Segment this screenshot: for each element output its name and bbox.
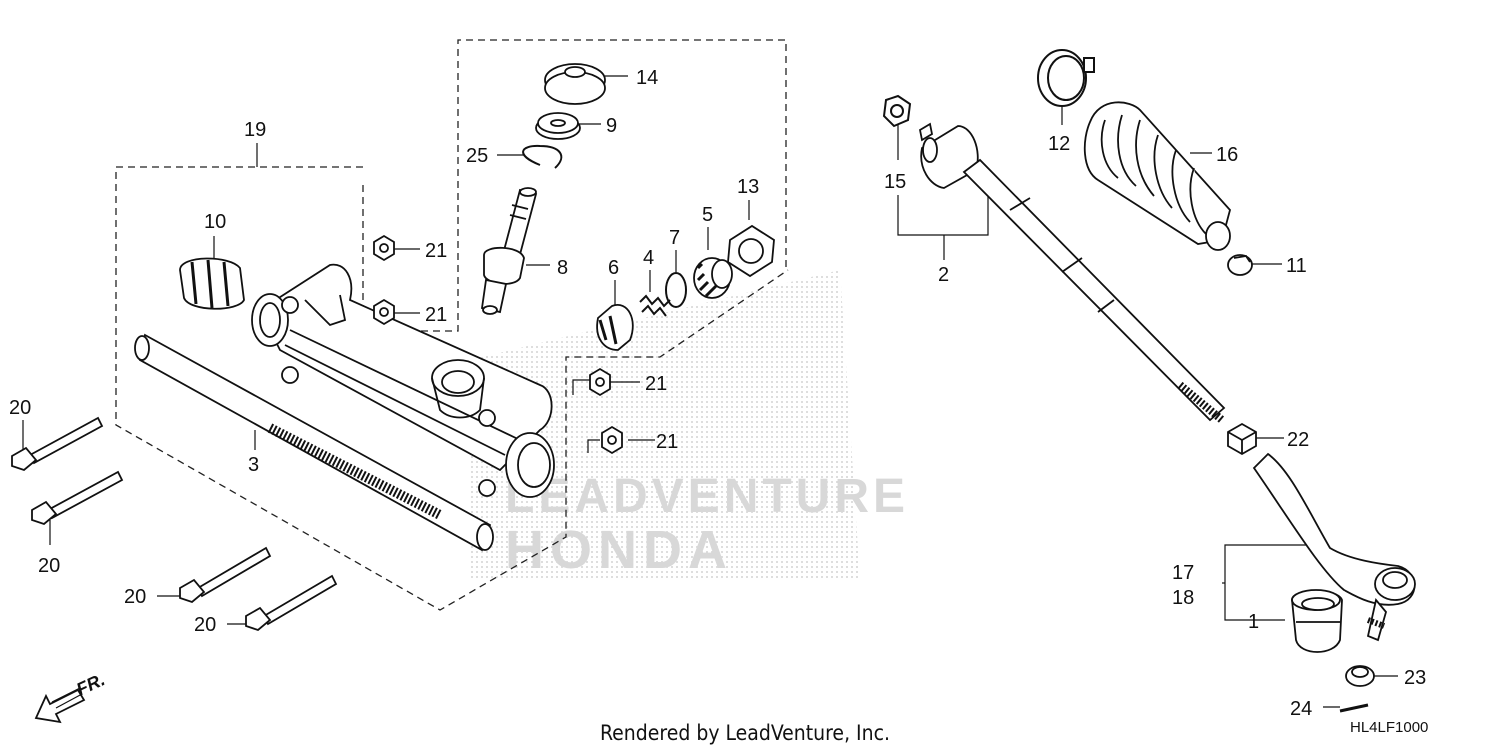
watermark-text-bottom: HONDA: [505, 520, 733, 580]
callout-16: 16: [1216, 144, 1238, 166]
callout-15: 15: [884, 171, 906, 193]
rendered-by-footer: Rendered by LeadVenture, Inc.: [600, 721, 890, 745]
part-7-o-ring: [665, 272, 687, 308]
part-13-lock-nut: [727, 224, 775, 278]
callout-20d: 20: [194, 614, 216, 636]
callout-1: 1: [1248, 611, 1259, 633]
part-12-clamp: [1037, 49, 1095, 107]
part-25-snap-ring: [522, 144, 563, 169]
part-5-screw: [693, 257, 733, 299]
callout-13: 13: [737, 176, 759, 198]
callout-17: 17: [1172, 562, 1194, 584]
part-10-bushing: [179, 257, 245, 310]
callout-11: 11: [1286, 255, 1307, 277]
callout-21a: 21: [425, 240, 447, 262]
callout-18: 18: [1172, 587, 1194, 609]
callout-21b: 21: [425, 304, 447, 326]
part-1-dust-boot: [1291, 589, 1343, 653]
part-11-clamp: [1227, 254, 1253, 276]
part-2-tie-rod: [918, 122, 1226, 424]
group-box-19: [115, 166, 789, 611]
callout-14: 14: [636, 67, 658, 89]
watermark: LEADVENTURE HONDA: [470, 270, 909, 580]
part-3-rack-bar: [134, 333, 494, 552]
part-24-cotter-pin: [1339, 703, 1369, 713]
callout-25: 25: [466, 145, 488, 167]
callout-22: 22: [1287, 429, 1309, 451]
callout-19: 19: [244, 119, 266, 141]
front-direction-arrow: FR.: [34, 669, 108, 724]
callout-7: 7: [669, 227, 680, 249]
part-6-rack-guide: [596, 304, 634, 351]
part-4-spring: [639, 294, 671, 317]
watermark-text-top: LEADVENTURE: [505, 470, 909, 523]
part-15-lock-washer: [882, 94, 912, 128]
part-8-pinion: [480, 187, 538, 315]
callout-5: 5: [702, 204, 713, 226]
part-9-washer: [535, 112, 581, 140]
part-14-seal: [544, 63, 606, 105]
callout-9: 9: [606, 115, 617, 137]
part-16-boot: [1083, 101, 1231, 251]
leader-lines: [22, 75, 1398, 708]
callout-2: 2: [938, 264, 949, 286]
diagram-code: HL4LF1000: [1350, 719, 1428, 736]
callout-4: 4: [643, 247, 654, 269]
callout-23: 23: [1404, 667, 1426, 689]
callout-20b: 20: [38, 555, 60, 577]
callout-12: 12: [1048, 133, 1070, 155]
callout-21d: 21: [656, 431, 678, 453]
callout-20a: 20: [9, 397, 31, 419]
callout-10: 10: [204, 211, 226, 233]
callout-21c: 21: [645, 373, 667, 395]
part-21-nuts: [373, 234, 623, 455]
callout-6: 6: [608, 257, 619, 279]
part-22-nut: [1227, 422, 1257, 456]
callout-8: 8: [557, 257, 568, 279]
callout-3: 3: [248, 454, 259, 476]
part-20-bolts: [11, 416, 338, 632]
part-17-tie-rod-end: [1252, 452, 1416, 642]
callout-20c: 20: [124, 586, 146, 608]
callout-labels: 19 14 9 25 8 10 21 21 21 21 6 4 7 5 13 2…: [9, 67, 1426, 720]
callout-24: 24: [1290, 698, 1312, 720]
part-23-castle-nut: [1345, 665, 1375, 687]
rack-housing: [251, 263, 555, 498]
